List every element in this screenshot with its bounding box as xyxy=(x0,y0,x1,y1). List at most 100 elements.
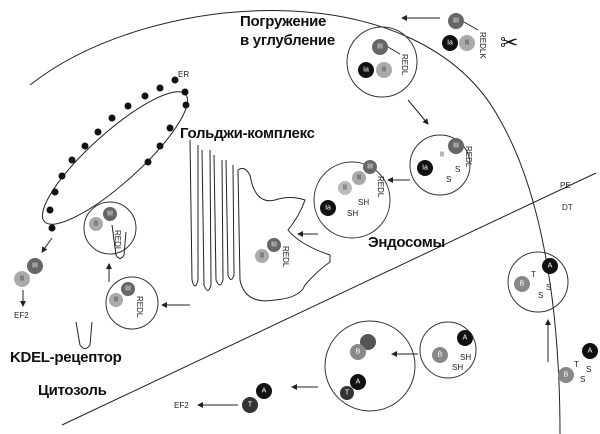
diagram-shape xyxy=(558,367,574,383)
diagram-shape xyxy=(213,154,224,286)
diagram-shape xyxy=(81,142,89,150)
diagram-shape xyxy=(372,39,388,55)
t-label: T xyxy=(574,360,579,369)
diagram-shape xyxy=(225,159,235,280)
kdel-receptor-shape xyxy=(75,321,93,349)
ii-label: II xyxy=(465,40,469,47)
redl-label: REDL xyxy=(281,246,290,268)
diagram-shape xyxy=(320,200,336,216)
a-label: A xyxy=(588,348,593,355)
diagram-shape xyxy=(58,172,66,180)
diagram-shape xyxy=(201,149,212,291)
diagram-shape xyxy=(542,258,558,274)
t-label: T xyxy=(248,402,253,409)
b-label: B xyxy=(520,281,525,288)
diagram-shape xyxy=(417,160,433,176)
arrow xyxy=(407,99,429,125)
b-label: B xyxy=(356,349,361,356)
vesicle xyxy=(419,321,477,379)
diagram-shape xyxy=(121,282,135,296)
diagram-shape xyxy=(156,142,164,150)
kdel-receptor-label: KDEL-рецептор xyxy=(10,349,122,366)
diagram-shape xyxy=(363,160,377,174)
ia-label: Ia xyxy=(363,67,369,74)
diagram-shape xyxy=(358,62,374,78)
invagination-label-2: в углубление xyxy=(240,32,335,49)
a-label: A xyxy=(463,335,468,342)
ii-label: II xyxy=(343,185,347,192)
diagram-shape xyxy=(51,188,59,196)
diagram-shape xyxy=(242,397,258,413)
sh-label: SH xyxy=(452,363,463,372)
cell-membrane xyxy=(29,10,561,434)
diagram-shape xyxy=(103,207,117,221)
redl-label: REDL xyxy=(400,54,409,76)
sh-label: SH xyxy=(358,198,369,207)
vesicle xyxy=(409,134,471,196)
diagram-shape xyxy=(514,276,530,292)
diagram-shape xyxy=(108,114,116,122)
cytosol-label: Цитозоль xyxy=(38,382,107,399)
sh-label: SH xyxy=(460,353,471,362)
iii-label: III xyxy=(271,242,277,249)
dt-label: DT xyxy=(562,203,573,212)
diagram-shape xyxy=(171,76,179,84)
a-label: A xyxy=(356,379,361,386)
ia-label: Ia xyxy=(422,165,428,172)
invagination-label: Погружение xyxy=(240,13,326,30)
golgi-stacks xyxy=(189,139,331,302)
arrow xyxy=(387,46,401,55)
diagram-shape xyxy=(432,347,448,363)
redl-label: REDL xyxy=(376,176,385,198)
diagram-shape xyxy=(124,102,132,110)
pe-dt-divider xyxy=(61,172,597,426)
ii-label: II xyxy=(94,221,98,228)
redlk-label: REDLK xyxy=(478,32,487,59)
iii-label: III xyxy=(125,286,131,293)
b-label: B xyxy=(438,352,443,359)
diagram-shape xyxy=(255,249,269,263)
arrow xyxy=(41,237,53,253)
ef2-label: EF2 xyxy=(14,311,29,320)
diagram-shape xyxy=(68,156,76,164)
ia-label: Ia xyxy=(325,205,331,212)
diagram-shape xyxy=(46,206,54,214)
iii-label: III xyxy=(453,143,459,150)
t-label: T xyxy=(345,390,350,397)
arrow xyxy=(463,21,479,31)
t-label: T xyxy=(531,270,536,279)
iii-label: III xyxy=(32,263,38,270)
ia-label: Ia xyxy=(447,40,453,47)
diagram-shape xyxy=(189,139,199,287)
diagram-shape xyxy=(94,128,102,136)
golgi-label: Гольджи-комплекс xyxy=(180,125,315,142)
diagram-shape xyxy=(111,224,127,259)
diagram-shape xyxy=(582,343,598,359)
diagram-shape xyxy=(182,101,190,109)
ii-label: II xyxy=(357,175,361,182)
a-label: A xyxy=(262,388,267,395)
diagram-shape xyxy=(144,158,152,166)
ii-label: II xyxy=(440,152,444,159)
diagram-shape xyxy=(89,217,103,231)
vesicle xyxy=(105,276,159,330)
s-label: S xyxy=(586,365,591,374)
redl-label: REDL xyxy=(113,230,122,252)
pe-label: PE xyxy=(560,181,571,190)
ef2-label: EF2 xyxy=(174,401,189,410)
diagram-shape xyxy=(166,124,174,132)
diagram-shape xyxy=(376,62,392,78)
diagram-shape xyxy=(237,167,331,302)
diagram-shape xyxy=(448,138,464,154)
s-label: S xyxy=(538,291,543,300)
ii-label: II xyxy=(382,67,386,74)
ii-label: II xyxy=(20,276,24,283)
ribosome-dots xyxy=(46,76,190,232)
iii-label: III xyxy=(377,44,383,51)
endosomes-label: Эндосомы xyxy=(368,234,445,251)
s-label: S xyxy=(455,165,460,174)
diagram-shape xyxy=(350,344,366,360)
redl-label: REDL xyxy=(135,296,144,318)
diagram-shape xyxy=(340,386,354,400)
